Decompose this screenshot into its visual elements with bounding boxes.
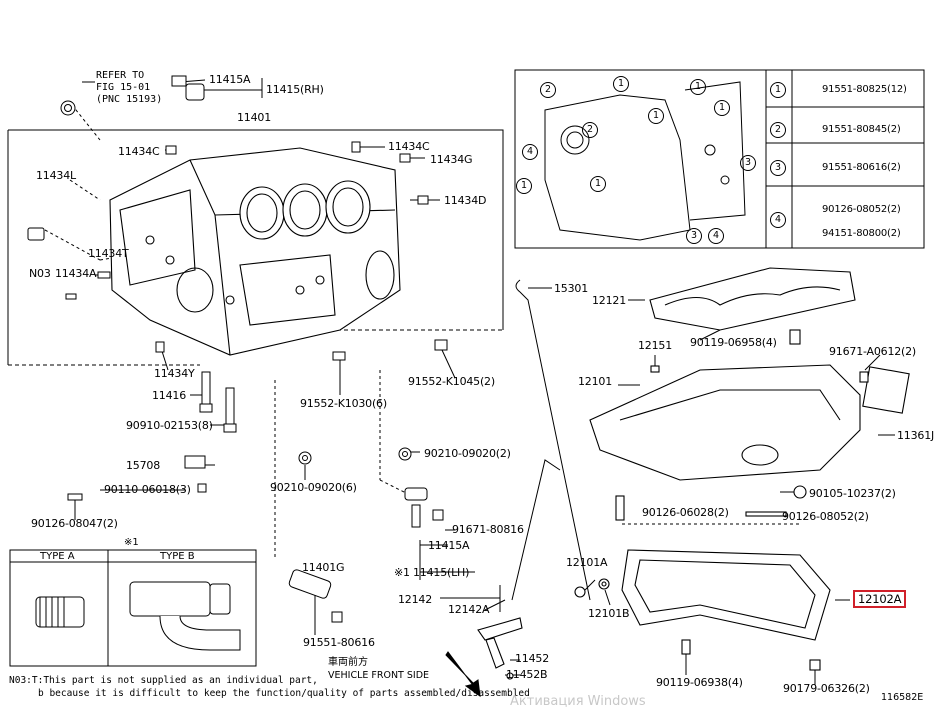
label-90126-06028[interactable]: 90126-06028(2): [642, 506, 729, 519]
inset-callout: 4: [522, 144, 538, 160]
inset-callout: 1: [690, 79, 706, 95]
inset-table-row-2: 2 91551-80845(2): [766, 108, 919, 144]
inset-callout: 2: [582, 122, 598, 138]
label-90126-08047[interactable]: 90126-08047(2): [31, 517, 118, 530]
table-num-4: 4: [770, 212, 786, 228]
refer-note-line2: FIG 15-01: [96, 82, 151, 93]
table-num-2: 2: [770, 122, 786, 138]
label-12142[interactable]: 12142: [398, 593, 432, 606]
label-11434D[interactable]: 11434D: [444, 194, 487, 207]
inset-callout: 1: [516, 178, 532, 194]
inset-callout: 2: [540, 82, 556, 98]
label-12121[interactable]: 12121: [592, 294, 626, 307]
label-90179-06326[interactable]: 90179-06326(2): [783, 682, 870, 695]
inset-callout: 1: [590, 176, 606, 192]
footnote-line1: N03:T:This part is not supplied as an in…: [9, 675, 318, 686]
footnote-line2: b because it is difficult to keep the fu…: [38, 688, 530, 699]
inset-callout: 3: [686, 228, 702, 244]
label-91671-80816[interactable]: 91671-80816: [452, 523, 524, 536]
label-11452B[interactable]: 11452B: [506, 668, 548, 681]
label-12102A-highlighted[interactable]: 12102A: [853, 590, 907, 608]
table-num-3: 3: [770, 160, 786, 176]
front-side-jp: 車両前方: [328, 657, 368, 668]
label-11415-rh[interactable]: 11415(RH): [266, 83, 324, 96]
inset-callout: 1: [648, 108, 664, 124]
front-side-en: VEHICLE FRONT SIDE: [328, 670, 430, 681]
label-90105-10237[interactable]: 90105-10237(2): [809, 487, 896, 500]
label-90110-06018[interactable]: 90110-06018(3): [104, 483, 191, 496]
label-11434C-right[interactable]: 11434C: [388, 140, 430, 153]
inset-callout: 4: [708, 228, 724, 244]
label-11415-lh[interactable]: 11415(LH): [413, 566, 470, 579]
label-11434A[interactable]: 11434A: [55, 267, 97, 280]
diagram-id: 116582E: [881, 692, 924, 703]
label-n03: N03: [29, 267, 51, 280]
label-12101[interactable]: 12101: [578, 375, 612, 388]
inset-table-row-4: 4 90126-08052(2) 94151-80800(2): [766, 190, 919, 246]
table-part-4a[interactable]: 90126-08052(2): [822, 204, 901, 215]
label-12101B[interactable]: 12101B: [588, 607, 630, 620]
label-11434G[interactable]: 11434G: [430, 153, 473, 166]
label-90126-08052-b[interactable]: 90126-08052(2): [782, 510, 869, 523]
label-11452[interactable]: 11452: [515, 652, 549, 665]
label-11434Y[interactable]: 11434Y: [154, 367, 195, 380]
windows-activation-watermark: Активация Windows: [510, 694, 646, 709]
label-90119-06958[interactable]: 90119-06958(4): [690, 336, 777, 349]
table-num-1: 1: [770, 82, 786, 98]
inset-callout: 1: [714, 100, 730, 116]
inset-callout: 1: [613, 76, 629, 92]
label-91552-K1030[interactable]: 91552-K1030(6): [300, 397, 387, 410]
label-15301[interactable]: 15301: [554, 282, 588, 295]
type-a-label: TYPE A: [40, 551, 75, 562]
label-91551-80616-b[interactable]: 91551-80616: [303, 636, 375, 649]
label-11361J[interactable]: 11361J: [897, 429, 935, 442]
table-part-4b[interactable]: 94151-80800(2): [822, 228, 901, 239]
refer-note-line1: REFER TO: [96, 70, 145, 81]
label-star1-lh: ※1: [394, 566, 410, 579]
label-11434L[interactable]: 11434L: [36, 169, 76, 182]
table-part-3[interactable]: 91551-80616(2): [822, 162, 901, 173]
inset-table-row-3: 3 91551-80616(2): [766, 145, 919, 181]
label-12142A[interactable]: 12142A: [448, 603, 490, 616]
label-12101A[interactable]: 12101A: [566, 556, 608, 569]
label-15708[interactable]: 15708: [126, 459, 160, 472]
refer-note-line3: (PNC 15193): [96, 94, 163, 105]
label-12151[interactable]: 12151: [638, 339, 672, 352]
label-90210-09020-2[interactable]: 90210-09020(2): [424, 447, 511, 460]
label-11434T[interactable]: 11434T: [88, 247, 129, 260]
label-11401[interactable]: 11401: [237, 111, 271, 124]
label-90210-09020-6[interactable]: 90210-09020(6): [270, 481, 357, 494]
type-box-marker: ※1: [124, 537, 139, 548]
inset-callout: 3: [740, 155, 756, 171]
label-11401G[interactable]: 11401G: [302, 561, 345, 574]
label-11434C-left[interactable]: 11434C: [118, 145, 160, 158]
type-b-label: TYPE B: [160, 551, 195, 562]
label-91552-K1045[interactable]: 91552-K1045(2): [408, 375, 495, 388]
label-11416[interactable]: 11416: [152, 389, 186, 402]
label-90119-06938[interactable]: 90119-06938(4): [656, 676, 743, 689]
label-91671-A0612[interactable]: 91671-A0612(2): [829, 345, 917, 358]
table-part-2[interactable]: 91551-80845(2): [822, 124, 901, 135]
inset-table-row-1: 1 91551-80825(12): [766, 72, 919, 108]
label-90910-02153[interactable]: 90910-02153(8): [126, 419, 213, 432]
label-11415A-mid[interactable]: 11415A: [428, 539, 470, 552]
table-part-1[interactable]: 91551-80825(12): [822, 84, 907, 95]
label-11415A-top[interactable]: 11415A: [209, 73, 251, 86]
